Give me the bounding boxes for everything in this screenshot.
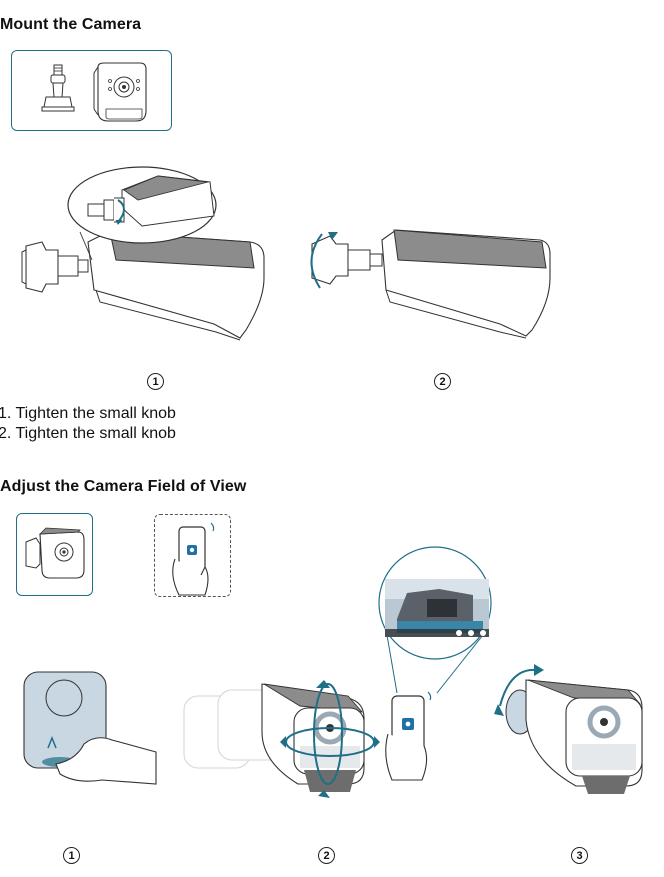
smartphone-app-icon — [165, 519, 225, 599]
camera-icon — [22, 524, 88, 584]
mount-step1-illustration — [18, 160, 278, 350]
mount-step-text-1: 1. Tighten the small knob — [0, 404, 176, 424]
parts-box-mount — [11, 50, 172, 131]
adjust-step-marker-3: 3 — [571, 847, 588, 864]
mount-step2-illustration — [300, 222, 570, 342]
camera-icon — [92, 59, 152, 125]
section-title-adjust: Adjust the Camera Field of View — [0, 478, 246, 496]
adjust-step1-illustration — [16, 668, 166, 798]
adjust-step-marker-1: 1 — [63, 847, 80, 864]
step-marker-2: 2 — [434, 373, 451, 390]
live-view-bubble — [377, 543, 497, 693]
adjust-step3-illustration — [490, 660, 650, 800]
mount-bracket-icon — [38, 63, 78, 123]
mount-step-text-2: 2. Tighten the small knob — [0, 424, 176, 444]
step-marker-1: 1 — [147, 373, 164, 390]
parts-box-camera — [16, 513, 93, 596]
parts-box-phone — [154, 514, 231, 597]
adjust-step-marker-2: 2 — [318, 847, 335, 864]
section-title-mount: Mount the Camera — [0, 16, 141, 34]
adjust-step2-illustration — [178, 672, 448, 802]
